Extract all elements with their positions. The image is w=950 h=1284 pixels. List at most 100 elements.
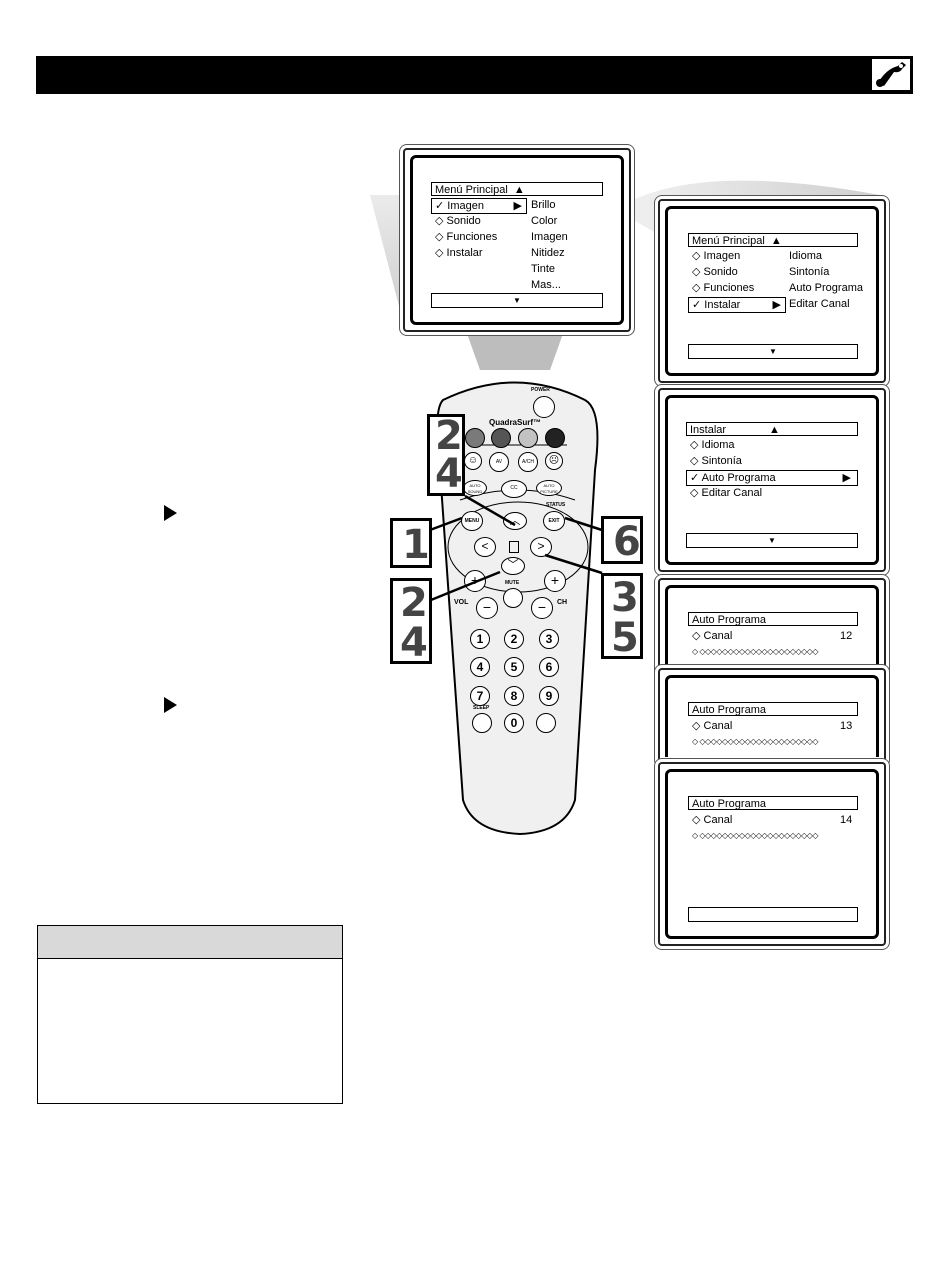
mute-button[interactable]: [503, 588, 523, 608]
right-arrow-icon: [164, 505, 177, 521]
menu-button[interactable]: MENU: [461, 511, 483, 531]
menu-item: ◇ Funciones: [435, 231, 498, 243]
screen-instalar: Instalar▲ ◇ Idioma ◇ Sintonía ✓ Auto Pro…: [658, 388, 886, 572]
digit-4-button[interactable]: 4: [470, 657, 490, 677]
quadrasurf-button-2[interactable]: [491, 428, 511, 448]
smile-icon[interactable]: ☺: [464, 452, 482, 470]
menu-item: ◇ Idioma: [690, 439, 735, 451]
menu-item-selected: ✓ Imagen▶: [431, 198, 527, 214]
bottom-bar: [688, 907, 858, 922]
digit-2-button[interactable]: 2: [504, 629, 524, 649]
vol-label: VOL: [454, 599, 469, 606]
screen-auto-programa-13: Auto Programa ◇ Canal 13 ◇ ◇◇◇◇◇◇◇◇◇◇◇◇◇…: [658, 668, 886, 764]
submenu-item: Tinte: [531, 263, 556, 275]
submenu-item: Idioma: [789, 250, 823, 262]
menu-title: Auto Programa: [688, 796, 858, 810]
power-label: POWER: [531, 387, 550, 393]
menu-item: ◇ Sintonía: [690, 455, 742, 467]
digit-6-button[interactable]: 6: [539, 657, 559, 677]
sleep-button[interactable]: [472, 713, 492, 733]
scroll-down-icon: ▼: [686, 533, 858, 548]
menu-item: ◇ Sonido: [692, 266, 738, 278]
power-button[interactable]: [533, 396, 555, 418]
digit-0-button[interactable]: 0: [504, 713, 524, 733]
submenu-item: Color: [531, 215, 558, 227]
ch-label: CH: [557, 599, 568, 606]
callout-step-6: 6: [601, 516, 643, 564]
quadrasurf-button-3[interactable]: [518, 428, 538, 448]
cursor-up-button[interactable]: ︿: [503, 512, 527, 530]
exit-button[interactable]: EXIT: [543, 511, 565, 531]
digit-3-button[interactable]: 3: [539, 629, 559, 649]
vol-down-button[interactable]: −: [476, 597, 498, 619]
digit-8-button[interactable]: 8: [504, 686, 524, 706]
mute-label: MUTE: [505, 580, 520, 586]
sound-face-icon[interactable]: ☹: [545, 452, 563, 470]
callout-steps-2-4-bottom: 2 4: [390, 578, 432, 664]
canal-label: ◇ Canal: [692, 720, 733, 732]
callout-steps-2-4-top: 2 4: [427, 414, 465, 496]
cursor-down-button[interactable]: ﹀: [501, 557, 525, 575]
progress-dots: ◇ ◇◇◇◇◇◇◇◇◇◇◇◇◇◇◇◇◇◇◇◇◇: [692, 831, 819, 840]
digit-7-button[interactable]: 7: [470, 686, 490, 706]
menu-title: Instalar▲: [686, 422, 858, 436]
submenu-item: Brillo: [531, 199, 556, 211]
menu-item-selected: ✓ Auto Programa▶: [686, 470, 858, 486]
blank-button[interactable]: [536, 713, 556, 733]
screen-main-menu-imagen: Menú Principal ▲ ✓ Imagen▶ ◇ Sonido ◇ Fu…: [403, 148, 631, 332]
status-label: STATUS: [546, 502, 566, 508]
sleep-label: SLEEP: [473, 705, 490, 711]
menu-item: ◇ Editar Canal: [690, 487, 763, 499]
submenu-item: Auto Programa: [789, 282, 863, 294]
digit-9-button[interactable]: 9: [539, 686, 559, 706]
canal-label: ◇ Canal: [692, 814, 733, 826]
canal-number: 14: [840, 814, 853, 826]
auto-picture-button[interactable]: AUTO PICTURE: [536, 480, 562, 496]
ch-down-button[interactable]: −: [531, 597, 553, 619]
cursor-right-button[interactable]: >: [530, 537, 552, 557]
menu-item: ◇ Instalar: [435, 247, 483, 259]
wrench-icon: [871, 58, 911, 91]
tip-box-header: [38, 926, 342, 959]
tip-box: [37, 925, 343, 1104]
canal-number: 13: [840, 720, 853, 732]
submenu-item: Sintonía: [789, 266, 830, 278]
cc-button[interactable]: CC: [501, 480, 527, 498]
screen-main-menu-instalar: Menú Principal ▲ ◇ Imagen ◇ Sonido ◇ Fun…: [658, 199, 886, 383]
submenu-item: Imagen: [531, 231, 568, 243]
center-indicator: [509, 541, 519, 553]
digit-5-button[interactable]: 5: [504, 657, 524, 677]
menu-item: ◇ Funciones: [692, 282, 755, 294]
ch-up-button[interactable]: +: [544, 570, 566, 592]
submenu-item: Editar Canal: [789, 298, 850, 310]
callout-lines: [425, 494, 603, 604]
progress-dots: ◇ ◇◇◇◇◇◇◇◇◇◇◇◇◇◇◇◇◇◇◇◇◇: [692, 737, 819, 746]
menu-item: ◇ Imagen: [692, 250, 741, 262]
menu-item: ◇ Sonido: [435, 215, 481, 227]
menu-title: Menú Principal ▲: [431, 182, 603, 196]
screen-auto-programa-14: Auto Programa ◇ Canal 14 ◇ ◇◇◇◇◇◇◇◇◇◇◇◇◇…: [658, 762, 886, 946]
scroll-down-icon: ▼: [431, 293, 603, 308]
right-arrow-icon: [164, 697, 177, 713]
canal-label: ◇ Canal: [692, 630, 733, 642]
quadrasurf-button-4[interactable]: [545, 428, 565, 448]
menu-title: Auto Programa: [688, 612, 858, 626]
cursor-left-button[interactable]: <: [474, 537, 496, 557]
canal-number: 12: [840, 630, 853, 642]
ach-button[interactable]: A/CH: [518, 452, 538, 472]
callout-step-1: 1: [390, 518, 432, 568]
submenu-item: Nitidez: [531, 247, 565, 259]
screen-auto-programa-12: Auto Programa ◇ Canal 12 ◇ ◇◇◇◇◇◇◇◇◇◇◇◇◇…: [658, 578, 886, 674]
quadrasurf-button-1[interactable]: [465, 428, 485, 448]
menu-title: Auto Programa: [688, 702, 858, 716]
av-button[interactable]: AV: [489, 452, 509, 472]
callout-steps-3-5: 3 5: [601, 573, 643, 659]
digit-1-button[interactable]: 1: [470, 629, 490, 649]
submenu-item: Mas...: [531, 279, 561, 291]
menu-title: Menú Principal ▲: [688, 233, 858, 247]
quadrasurf-label: QuadraSurf™: [489, 418, 542, 427]
header-bar: [36, 56, 913, 94]
progress-dots: ◇ ◇◇◇◇◇◇◇◇◇◇◇◇◇◇◇◇◇◇◇◇◇: [692, 647, 819, 656]
menu-item-selected: ✓ Instalar▶: [688, 297, 786, 313]
scroll-down-icon: ▼: [688, 344, 858, 359]
